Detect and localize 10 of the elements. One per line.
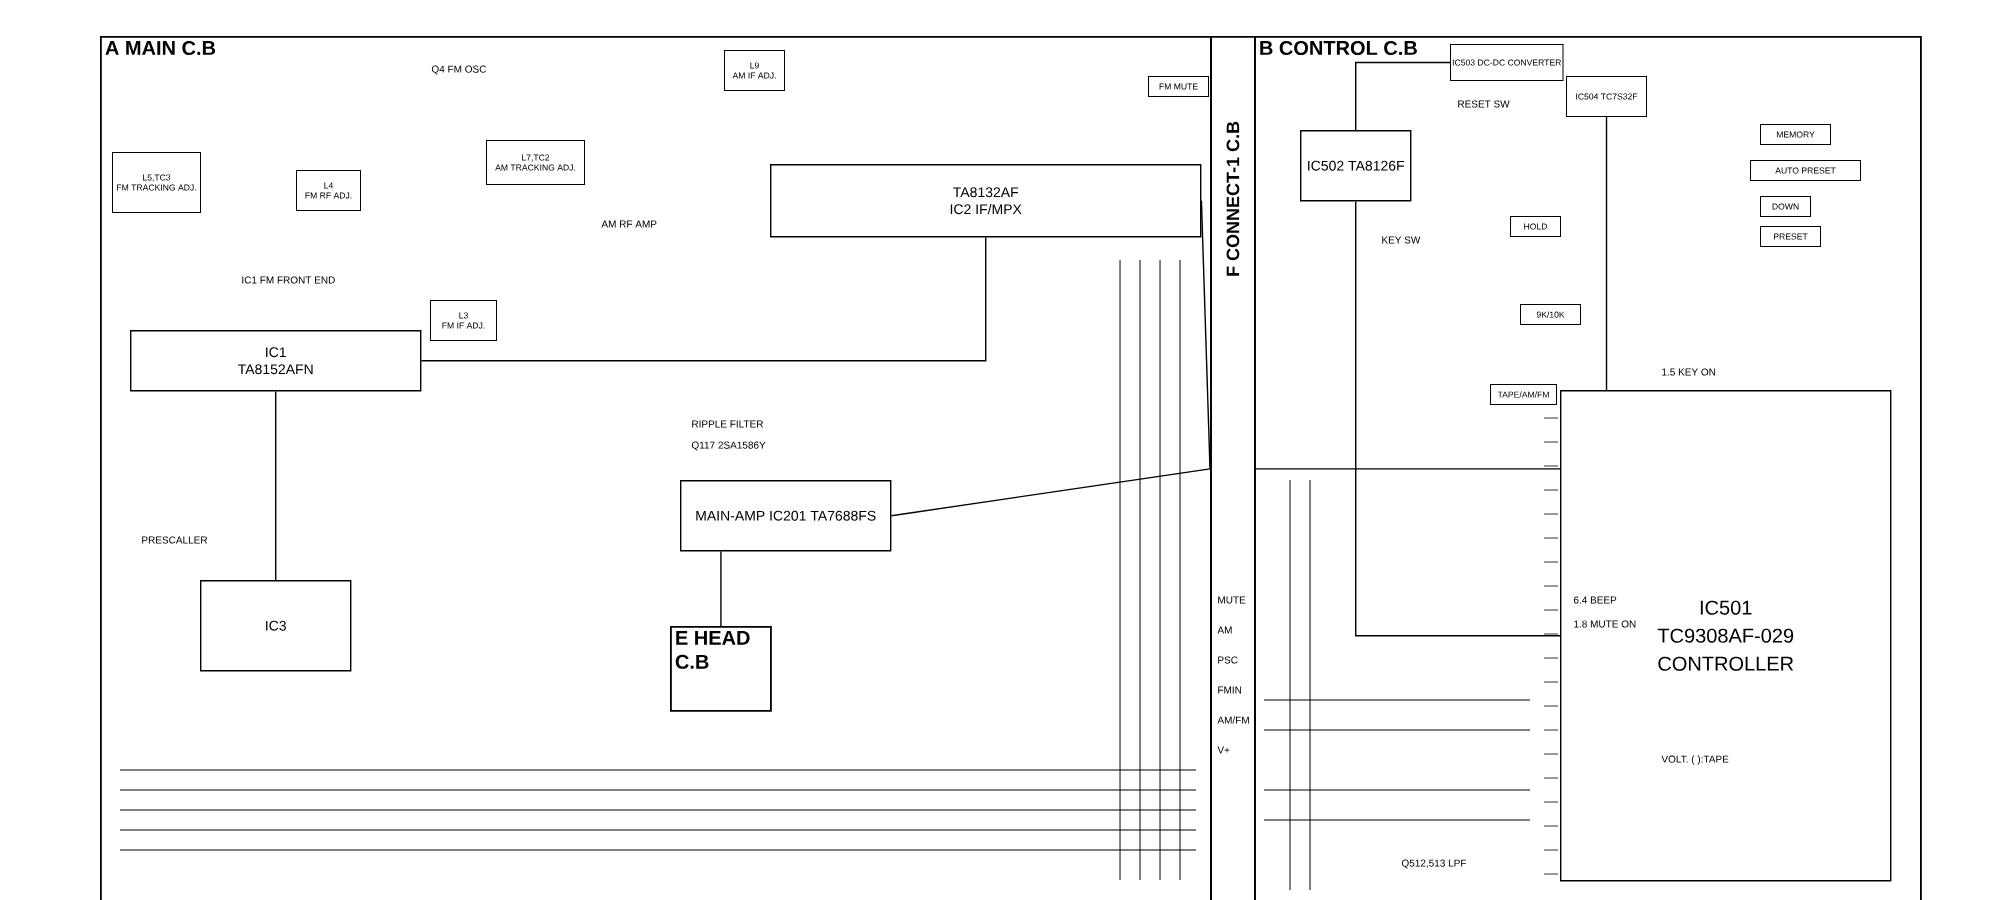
wire bbox=[275, 390, 277, 581]
wire bbox=[1355, 61, 1451, 131]
wire bbox=[1200, 200, 1211, 470]
wire bbox=[420, 236, 987, 362]
board-frame: E HEAD C.B bbox=[670, 626, 772, 712]
wire bbox=[720, 550, 722, 627]
wire bbox=[1355, 200, 1561, 637]
wire bbox=[1255, 468, 1561, 470]
wire bbox=[890, 468, 1211, 517]
wire bbox=[1605, 116, 1608, 391]
